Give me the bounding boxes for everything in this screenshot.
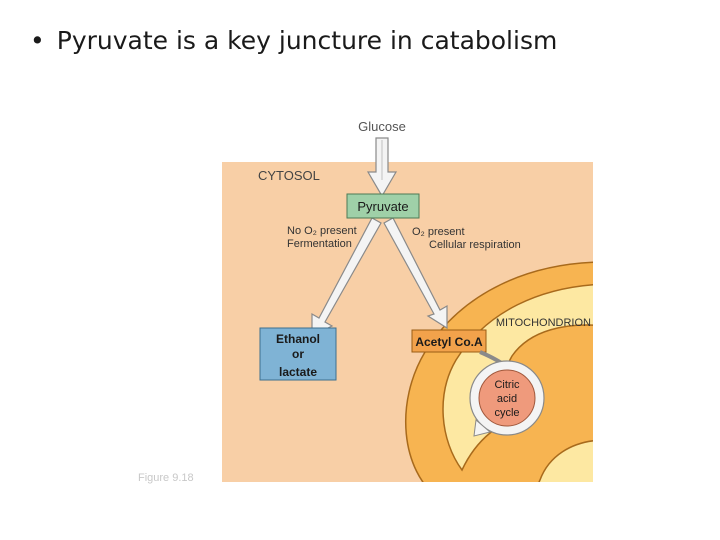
slide-title-text: Pyruvate is a key juncture in catabolism [56, 26, 558, 55]
acetyl-coa-label: Acetyl Co.A [415, 335, 483, 349]
fermentation-label: Fermentation [287, 238, 352, 250]
citric-acid-cycle-circle [478, 369, 536, 427]
cellular-respiration-label: Cellular respiration [429, 239, 521, 251]
slide-title: • Pyruvate is a key juncture in catabolis… [30, 26, 557, 55]
citric-label: Citric [494, 379, 520, 391]
acetyl-coa-box [411, 329, 487, 353]
o2-present-label: O₂ present [412, 226, 465, 238]
pyruvate-label: Pyruvate [357, 199, 408, 214]
cytosol-label: CYTOSOL [258, 168, 320, 183]
ethanol-lactate-box [259, 327, 337, 381]
or-label: or [292, 347, 304, 361]
pyruvate-box [346, 193, 420, 219]
bullet-glyph: • [30, 26, 45, 55]
acid-label: acid [497, 393, 517, 405]
no-o2-label: No O₂ present [287, 225, 357, 237]
mitochondrion-crista [538, 440, 593, 482]
lactate-label: lactate [279, 365, 317, 379]
respiration-arrow [383, 217, 448, 330]
glucose-label: Glucose [358, 119, 406, 134]
ethanol-label: Ethanol [276, 332, 320, 346]
mitochondrion-label: MITOCHONDRION [496, 317, 591, 329]
cycle-label: cycle [494, 407, 519, 419]
figure-label: Figure 9.18 [138, 472, 194, 484]
citric-cycle-arrowhead [473, 419, 492, 437]
